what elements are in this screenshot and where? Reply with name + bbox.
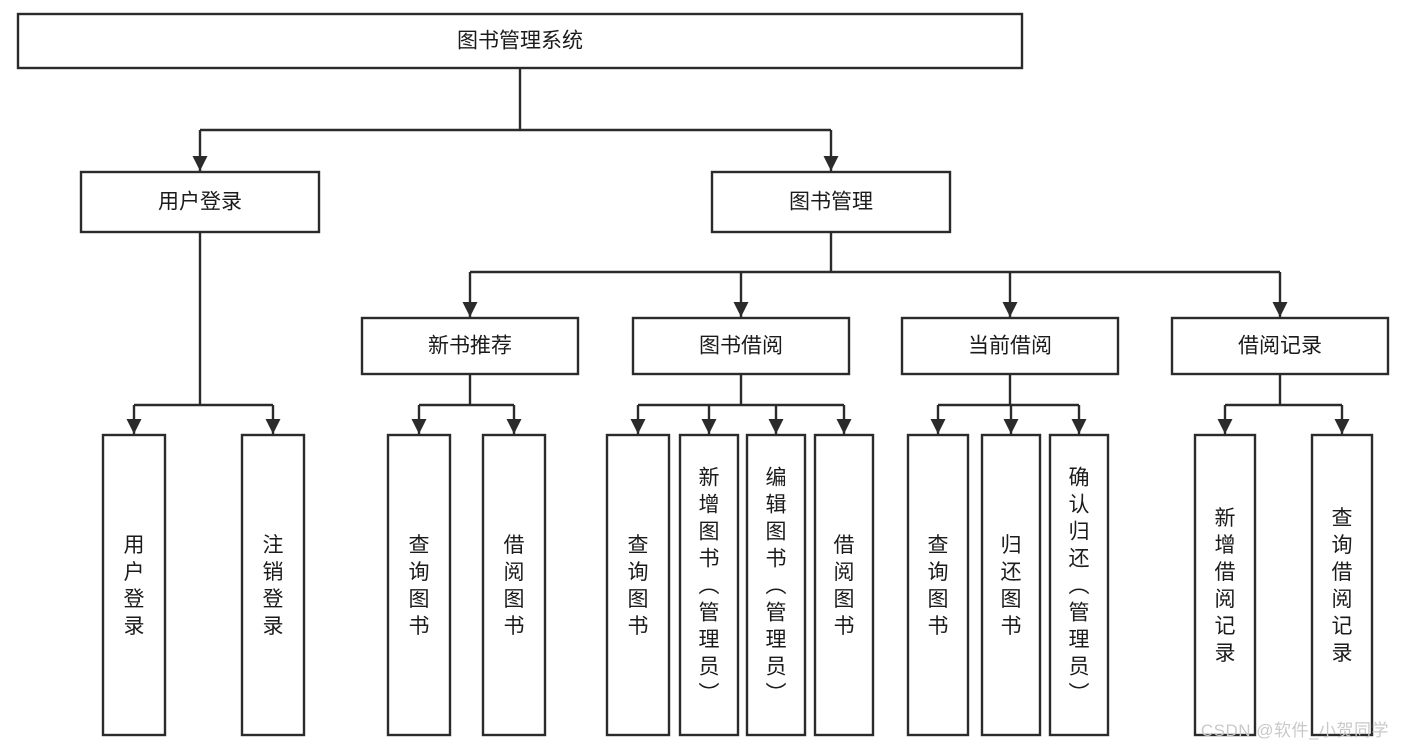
- leaf-node-8-label: 查询图书: [928, 534, 949, 638]
- arrow-head-icon: [1272, 302, 1288, 317]
- level3-node-1[interactable]: 图书借阅: [631, 316, 851, 376]
- level3-node-2[interactable]: 当前借阅: [900, 316, 1120, 376]
- leaf-node-7[interactable]: 借阅图书: [813, 433, 875, 737]
- level3-node-2-box[interactable]: [900, 316, 1120, 376]
- leaf-node-9[interactable]: 归还图书: [980, 433, 1042, 737]
- arrow-head-icon: [126, 419, 142, 434]
- leaf-node-9-box[interactable]: [980, 433, 1042, 737]
- level2-node-1-box[interactable]: [710, 170, 952, 234]
- leaf-node-3-label: 借阅图书: [504, 534, 525, 638]
- arrow-head-icon: [630, 419, 646, 434]
- leaf-node-11-box[interactable]: [1193, 433, 1257, 737]
- level2-node-1[interactable]: 图书管理: [710, 170, 952, 234]
- level3-node-3-box[interactable]: [1170, 316, 1390, 376]
- level2-node-0-box[interactable]: [79, 170, 321, 234]
- connector-layer: [126, 68, 1350, 434]
- leaf-node-11-label: 新增借阅记录: [1215, 507, 1236, 665]
- arrow-head-icon: [192, 156, 208, 171]
- leaf-node-2-label: 查询图书: [409, 534, 430, 638]
- leaf-node-4-box[interactable]: [605, 433, 671, 737]
- leaf-node-6-label: 编辑图书︵管理员︶: [766, 467, 787, 706]
- leaf-node-5-label: 新增图书︵管理员︶: [699, 467, 720, 706]
- leaf-node-3-box[interactable]: [481, 433, 547, 737]
- watermark-text: CSDN @软件_小贺同学: [1200, 721, 1389, 740]
- level2-node-0-label: 用户登录: [158, 191, 242, 214]
- level3-node-0-label: 新书推荐: [428, 335, 512, 358]
- arrow-head-icon: [1334, 419, 1350, 434]
- arrow-head-icon: [462, 302, 478, 317]
- root-node[interactable]: 图书管理系统: [16, 12, 1024, 70]
- leaf-node-0-box[interactable]: [101, 433, 167, 737]
- arrow-head-icon: [768, 419, 784, 434]
- leaf-node-11[interactable]: 新增借阅记录: [1193, 433, 1257, 737]
- level3-node-3[interactable]: 借阅记录: [1170, 316, 1390, 376]
- level2-node-1-label: 图书管理: [789, 191, 873, 214]
- arrow-head-icon: [506, 419, 522, 434]
- leaf-node-8[interactable]: 查询图书: [906, 433, 970, 737]
- leaf-node-9-label: 归还图书: [1001, 534, 1022, 638]
- leaf-node-6[interactable]: 编辑图书︵管理员︶: [745, 433, 807, 737]
- arrow-head-icon: [836, 419, 852, 434]
- arrow-head-icon: [411, 419, 427, 434]
- arrow-head-icon: [930, 419, 946, 434]
- leaf-node-7-box[interactable]: [813, 433, 875, 737]
- leaf-node-10-label: 确认归还︵管理员︶: [1069, 467, 1090, 706]
- arrow-head-icon: [1003, 419, 1019, 434]
- leaf-node-4-label: 查询图书: [628, 534, 649, 638]
- arrow-head-icon: [265, 419, 281, 434]
- leaf-node-7-label: 借阅图书: [834, 534, 855, 638]
- arrow-head-icon: [1002, 302, 1018, 317]
- level3-node-1-box[interactable]: [631, 316, 851, 376]
- leaf-node-3[interactable]: 借阅图书: [481, 433, 547, 737]
- leaf-node-5-box[interactable]: [678, 433, 740, 737]
- leaf-node-2-box[interactable]: [386, 433, 452, 737]
- leaf-node-1-label: 注销登录: [263, 534, 284, 638]
- level2-node-0[interactable]: 用户登录: [79, 170, 321, 234]
- leaf-node-10-box[interactable]: [1048, 433, 1110, 737]
- arrow-head-icon: [1217, 419, 1233, 434]
- node-layer: 图书管理系统用户登录图书管理新书推荐图书借阅当前借阅借阅记录用户登录注销登录查询…: [16, 12, 1390, 737]
- leaf-node-0-label: 用户登录: [124, 534, 145, 638]
- arrow-head-icon: [1071, 419, 1087, 434]
- arrow-head-icon: [733, 302, 749, 317]
- arrow-head-icon: [701, 419, 717, 434]
- level3-node-2-label: 当前借阅: [968, 335, 1052, 358]
- leaf-node-1[interactable]: 注销登录: [240, 433, 306, 737]
- arrow-head-icon: [823, 156, 839, 171]
- root-node-label: 图书管理系统: [457, 30, 583, 53]
- leaf-node-1-box[interactable]: [240, 433, 306, 737]
- leaf-node-4[interactable]: 查询图书: [605, 433, 671, 737]
- level3-node-1-label: 图书借阅: [699, 335, 783, 358]
- leaf-node-12-label: 查询借阅记录: [1332, 507, 1353, 665]
- leaf-node-12-box[interactable]: [1310, 433, 1374, 737]
- leaf-node-5[interactable]: 新增图书︵管理员︶: [678, 433, 740, 737]
- leaf-node-12[interactable]: 查询借阅记录: [1310, 433, 1374, 737]
- leaf-node-2[interactable]: 查询图书: [386, 433, 452, 737]
- leaf-node-0[interactable]: 用户登录: [101, 433, 167, 737]
- leaf-node-10[interactable]: 确认归还︵管理员︶: [1048, 433, 1110, 737]
- leaf-node-6-box[interactable]: [745, 433, 807, 737]
- leaf-node-8-box[interactable]: [906, 433, 970, 737]
- level3-node-0-box[interactable]: [360, 316, 580, 376]
- level3-node-0[interactable]: 新书推荐: [360, 316, 580, 376]
- root-node-box[interactable]: [16, 12, 1024, 70]
- level3-node-3-label: 借阅记录: [1238, 335, 1322, 358]
